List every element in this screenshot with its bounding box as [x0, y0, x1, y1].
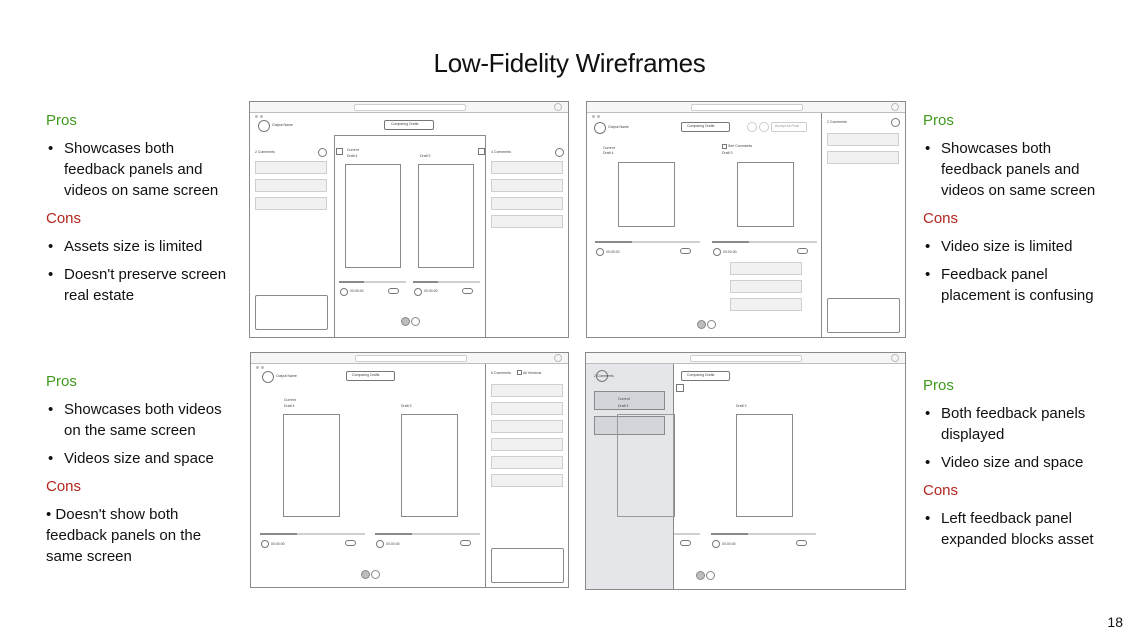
cons-heading: Cons: [46, 478, 82, 495]
play-icon: [261, 540, 269, 548]
pros-item: Showcases both feedback panels and video…: [923, 138, 1113, 201]
cons-item: Doesn't preserve screen real estate: [46, 264, 231, 306]
right-feedback-panel: 4 Comments: [485, 135, 568, 337]
cons-heading: Cons: [923, 210, 959, 227]
cons-heading: Cons: [923, 482, 959, 499]
pros-list: Showcases both videos on the same screen…: [46, 399, 231, 469]
pros-item: Showcases both feedback panels and video…: [46, 138, 231, 201]
back-icon: [258, 120, 270, 132]
address-bar: [355, 355, 467, 362]
page-title: Low-Fidelity Wireframes: [433, 48, 706, 78]
back-icon: [262, 371, 274, 383]
wireframe-3: Output Name Comparing Drafts Current Dra…: [250, 352, 569, 588]
output-name: Output Name: [272, 123, 293, 127]
cons-item: Video size is limited: [923, 236, 1113, 257]
browser-bar: [587, 102, 905, 118]
notes-top-left: Pros Showcases both feedback panels and …: [46, 110, 231, 313]
pros-heading: Pros: [923, 377, 954, 394]
play-icon: [376, 540, 384, 548]
left-feedback-panel: 2 Comments: [250, 135, 335, 337]
cons-item: Feedback panel placement is confusing: [923, 264, 1113, 306]
video-draft-4: [618, 162, 675, 227]
cons-item: Assets size is limited: [46, 236, 231, 257]
back-icon: [596, 370, 608, 382]
browser-bar: [250, 102, 568, 118]
page-number: 18: [1107, 614, 1123, 630]
back-icon: [594, 122, 606, 134]
cons-list: Left feedback panel expanded blocks asse…: [923, 508, 1113, 550]
cons-text: • Doesn't show both feedback panels on t…: [46, 506, 202, 565]
pros-heading: Pros: [46, 112, 77, 129]
video-draft-3: [418, 164, 474, 268]
pros-item: Video size and space: [923, 452, 1113, 473]
play-icon: [414, 288, 422, 296]
wireframe-4: Output Name Comparing Drafts Draft 3 00:…: [585, 352, 906, 590]
wireframe-2: Output Name Comparing Drafts Accept As F…: [586, 101, 906, 338]
wireframe-1: Output Name Comparing Drafts 2 Comments …: [249, 101, 569, 338]
notes-bottom-right: Pros Both feedback panels displayed Vide…: [923, 375, 1113, 557]
play-icon: [596, 248, 604, 256]
cons-item: Left feedback panel expanded blocks asse…: [923, 508, 1113, 550]
video-draft-4: [345, 164, 401, 268]
pros-item: Videos size and space: [46, 448, 231, 469]
video-draft-3: [737, 162, 794, 227]
browser-bar: [586, 353, 905, 369]
pros-list: Both feedback panels displayed Video siz…: [923, 403, 1113, 473]
pros-item: Both feedback panels displayed: [923, 403, 1113, 445]
play-icon: [713, 248, 721, 256]
play-icon: [340, 288, 348, 296]
notes-bottom-left: Pros Showcases both videos on the same s…: [46, 371, 231, 567]
pros-heading: Pros: [46, 373, 77, 390]
address-bar: [691, 104, 803, 111]
right-feedback-panel: 6 Comments All Versions: [485, 364, 568, 587]
play-icon: [712, 540, 720, 548]
pros-heading: Pros: [923, 112, 954, 129]
pros-list: Showcases both feedback panels and video…: [46, 138, 231, 201]
comparing-drafts-dropdown: [384, 120, 434, 130]
video-draft-3: [736, 414, 793, 517]
pros-item: Showcases both videos on the same screen: [46, 399, 231, 441]
address-bar: [690, 355, 802, 362]
left-feedback-panel-expanded: 2 Comments Current Draft 4: [586, 364, 674, 589]
notes-top-right: Pros Showcases both feedback panels and …: [923, 110, 1113, 313]
cons-list: Video size is limited Feedback panel pla…: [923, 236, 1113, 306]
right-feedback-panel: 2 Comments: [821, 113, 905, 337]
pros-list: Showcases both feedback panels and video…: [923, 138, 1113, 201]
cons-heading: Cons: [46, 210, 82, 227]
cons-list: Assets size is limited Doesn't preserve …: [46, 236, 231, 306]
video-draft-4: [283, 414, 340, 517]
address-bar: [354, 104, 466, 111]
video-draft-3: [401, 414, 458, 517]
browser-bar: [251, 353, 568, 369]
